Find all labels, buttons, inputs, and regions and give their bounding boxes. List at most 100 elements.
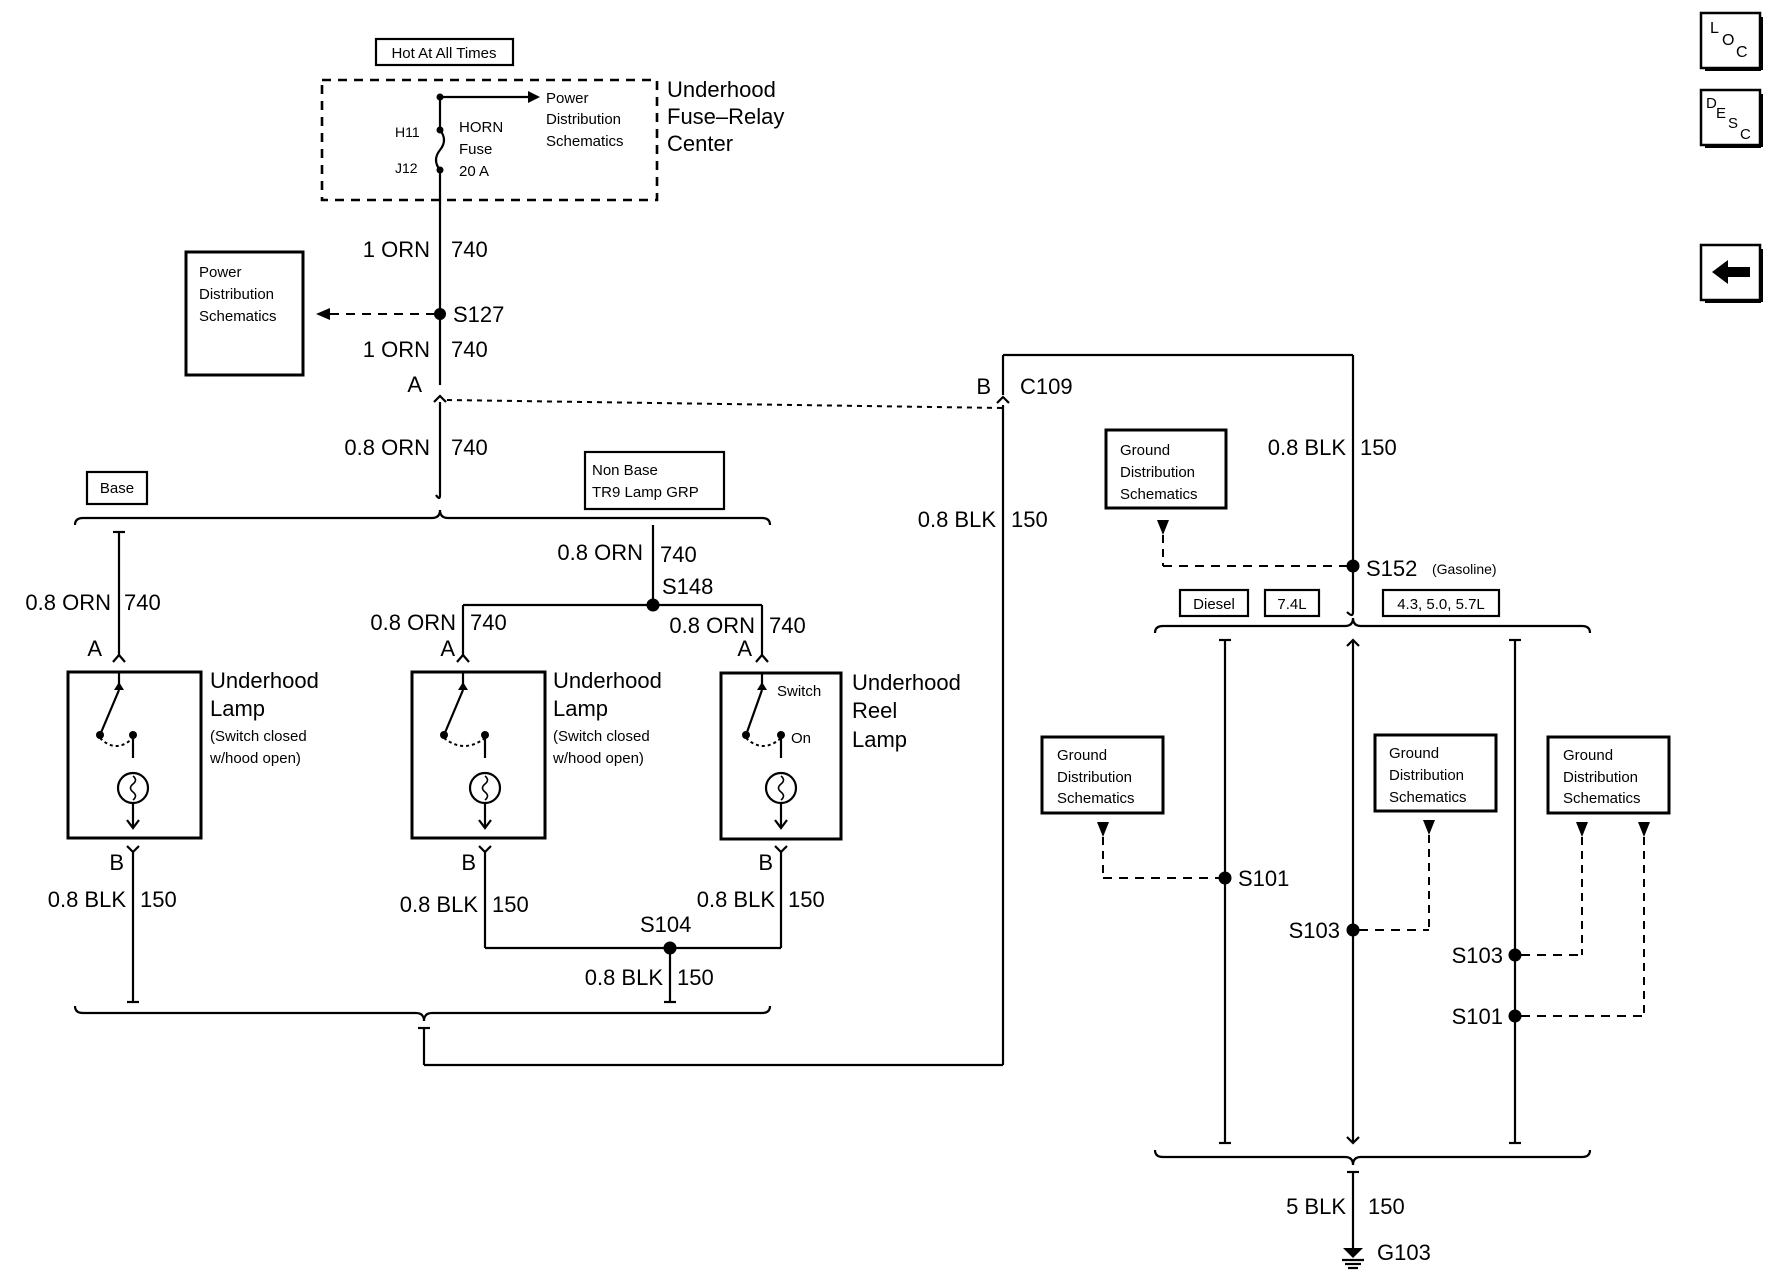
- svg-text:O: O: [1722, 32, 1734, 49]
- svg-text:B: B: [109, 850, 124, 875]
- svg-text:B: B: [758, 850, 773, 875]
- splice-s101-gas: S101: [1452, 1004, 1522, 1029]
- svg-text:Base: Base: [100, 480, 134, 497]
- svg-text:S101: S101: [1452, 1004, 1503, 1029]
- svg-text:S: S: [1728, 115, 1738, 132]
- svg-text:S152: S152: [1366, 556, 1417, 581]
- svg-text:Distribution: Distribution: [1563, 769, 1638, 786]
- svg-text:Power: Power: [199, 264, 242, 281]
- loc-button[interactable]: L O C: [1699, 11, 1763, 71]
- svg-text:S148: S148: [662, 574, 713, 599]
- svg-text:H11: H11: [395, 124, 420, 140]
- hot-at-all-times-label: Hot At All Times: [374, 37, 515, 67]
- svg-text:Lamp: Lamp: [210, 696, 265, 721]
- svg-text:A: A: [440, 636, 455, 661]
- svg-text:740: 740: [451, 237, 488, 262]
- svg-text:A: A: [737, 636, 752, 661]
- svg-text:HORN: HORN: [459, 119, 503, 136]
- svg-text:0.8 BLK: 0.8 BLK: [1268, 435, 1347, 460]
- wire-label-5blk-150: 5 BLK 150: [1286, 1194, 1405, 1219]
- svg-text:TR9 Lamp GRP: TR9 Lamp GRP: [592, 484, 699, 501]
- svg-text:7.4L: 7.4L: [1277, 596, 1306, 613]
- svg-text:Schematics: Schematics: [1563, 790, 1641, 807]
- wire-label-08orn-740-lamp2: 0.8 ORN 740: [370, 610, 506, 635]
- svg-text:G103: G103: [1377, 1240, 1431, 1265]
- svg-text:1 ORN: 1 ORN: [363, 337, 430, 362]
- svg-text:J12: J12: [395, 160, 418, 176]
- connector-base-lamp-b: B: [109, 845, 140, 875]
- ground-distribution-ref-s152: Ground Distribution Schematics: [1104, 428, 1228, 510]
- option-74l: 7.4L: [1263, 588, 1321, 618]
- svg-text:150: 150: [677, 965, 714, 990]
- connector-c109-b: B C109: [976, 374, 1073, 404]
- svg-text:Schematics: Schematics: [1057, 790, 1135, 807]
- svg-text:Underhood: Underhood: [667, 77, 776, 102]
- wire-label-08blk-150-reel: 0.8 BLK 150: [697, 887, 825, 912]
- option-non-base-tr9: Non Base TR9 Lamp GRP: [583, 450, 726, 511]
- svg-text:150: 150: [492, 892, 529, 917]
- svg-text:Distribution: Distribution: [1389, 767, 1464, 784]
- svg-text:Power: Power: [546, 90, 589, 107]
- svg-text:740: 740: [660, 542, 697, 567]
- svg-text:A: A: [407, 372, 422, 397]
- option-diesel: Diesel: [1178, 588, 1250, 618]
- connector-reel-b: B: [758, 845, 788, 875]
- svg-text:w/hood open): w/hood open): [552, 750, 644, 767]
- svg-text:Underhood: Underhood: [852, 670, 961, 695]
- splice-s101-diesel: S101: [1218, 866, 1289, 891]
- desc-button[interactable]: D E S C: [1699, 88, 1763, 148]
- svg-text:150: 150: [788, 887, 825, 912]
- svg-text:D: D: [1706, 95, 1717, 112]
- option-gas-engines: 4.3, 5.0, 5.7L: [1381, 588, 1501, 618]
- wire-label-08orn-740-nonbase: 0.8 ORN 740: [557, 540, 696, 567]
- svg-text:Schematics: Schematics: [546, 133, 624, 150]
- svg-text:0.8 BLK: 0.8 BLK: [48, 887, 127, 912]
- svg-text:(Switch closed: (Switch closed: [553, 728, 650, 745]
- svg-text:740: 740: [451, 435, 488, 460]
- back-button[interactable]: [1699, 243, 1763, 303]
- svg-text:150: 150: [1360, 435, 1397, 460]
- svg-text:Diesel: Diesel: [1193, 596, 1235, 613]
- wire-label-1orn-740-lower: 1 ORN 740: [363, 337, 488, 362]
- svg-text:E: E: [1716, 105, 1726, 122]
- svg-text:740: 740: [769, 613, 806, 638]
- svg-text:Center: Center: [667, 131, 733, 156]
- underhood-lamp-nonbase: Underhood Lamp (Switch closed w/hood ope…: [410, 668, 662, 840]
- svg-text:Fuse: Fuse: [459, 141, 492, 158]
- svg-text:740: 740: [451, 337, 488, 362]
- svg-text:740: 740: [470, 610, 507, 635]
- splice-s104: S104: [640, 912, 691, 955]
- svg-text:L: L: [1710, 20, 1719, 37]
- svg-text:C: C: [1740, 126, 1751, 143]
- svg-text:w/hood open): w/hood open): [209, 750, 301, 767]
- wire-label-08blk-150-c109: 0.8 BLK 150: [918, 507, 1048, 532]
- svg-text:Distribution: Distribution: [1057, 769, 1132, 786]
- connector-base-lamp-a: A: [87, 636, 126, 663]
- svg-text:Distribution: Distribution: [1120, 464, 1195, 481]
- svg-text:S103: S103: [1452, 943, 1503, 968]
- power-distribution-ref-top: Power Distribution Schematics: [546, 90, 624, 150]
- svg-text:Distribution: Distribution: [546, 111, 621, 128]
- svg-text:A: A: [87, 636, 102, 661]
- option-base: Base: [85, 470, 149, 506]
- splice-s152: S152 (Gasoline): [1346, 556, 1497, 581]
- connector-lamp2-a: A: [440, 636, 470, 663]
- connector-lamp2-b: B: [461, 845, 492, 875]
- svg-text:On: On: [791, 730, 811, 747]
- splice-s127: S127: [434, 302, 504, 327]
- svg-text:Lamp: Lamp: [852, 727, 907, 752]
- svg-text:0.8 BLK: 0.8 BLK: [585, 965, 664, 990]
- ground-distribution-ref-74l: Ground Distribution Schematics: [1373, 733, 1498, 813]
- wire-label-08blk-150-s152: 0.8 BLK 150: [1268, 435, 1397, 460]
- svg-text:Reel: Reel: [852, 698, 897, 723]
- svg-text:(Switch closed: (Switch closed: [210, 728, 307, 745]
- svg-text:S101: S101: [1238, 866, 1289, 891]
- svg-text:Underhood: Underhood: [553, 668, 662, 693]
- svg-text:Lamp: Lamp: [553, 696, 608, 721]
- wire-label-08orn-740-main: 0.8 ORN 740: [344, 435, 487, 460]
- svg-text:20 A: 20 A: [459, 163, 489, 180]
- wire-label-08blk-150-base: 0.8 BLK 150: [48, 887, 177, 912]
- connector-reel-a: A: [737, 636, 769, 663]
- svg-text:0.8 ORN: 0.8 ORN: [370, 610, 456, 635]
- power-distribution-ref-left: Power Distribution Schematics: [184, 250, 305, 377]
